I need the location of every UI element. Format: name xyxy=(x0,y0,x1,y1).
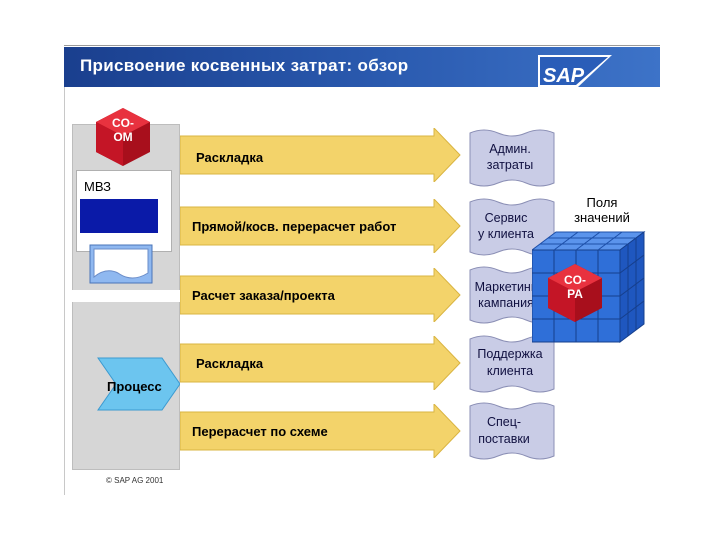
flow-arrow-2 xyxy=(180,199,461,253)
copyright-note: © SAP AG 2001 xyxy=(106,476,164,485)
left-edge-rule xyxy=(64,87,65,495)
flow-arrow-1 xyxy=(180,128,461,182)
process-chevron-icon xyxy=(97,357,180,411)
target-marketing-line1: Маркетинг. xyxy=(474,280,538,294)
target-customer-service-line1: Сервис xyxy=(484,211,528,225)
flow-arrow-5-label: Перерасчет по схеме xyxy=(192,424,328,439)
flow-arrow-4-label: Раскладка xyxy=(196,356,264,371)
flow-arrow-3 xyxy=(180,268,461,322)
cube-title: Поля значений xyxy=(557,195,647,225)
flow-arrow-4 xyxy=(180,336,461,390)
sap-logo-text: SAP xyxy=(543,65,585,87)
co-om-badge-line2: OM xyxy=(113,130,133,144)
co-om-badge-icon xyxy=(96,108,150,166)
target-admin-costs-line1: Админ. xyxy=(489,142,531,156)
target-customer-service-line2: у клиента xyxy=(478,227,534,241)
flow-arrow-3-label: Расчет заказа/проекта xyxy=(192,288,335,303)
cube-title-line2: значений xyxy=(574,210,630,225)
cost-center-bar xyxy=(80,199,158,233)
process-label: Процесс xyxy=(107,379,162,394)
flow-arrow-5 xyxy=(180,404,461,458)
target-special-deliveries-line1: Спец- xyxy=(486,415,522,429)
page-title: Присвоение косвенных затрат: обзор xyxy=(80,56,409,75)
co-pa-badge-line2: PA xyxy=(567,287,583,301)
cube-title-line1: Поля xyxy=(586,195,618,210)
target-customer-support-line1: Поддержка xyxy=(477,347,543,361)
column-gap xyxy=(72,290,180,302)
target-admin-costs-line2: затраты xyxy=(486,158,534,172)
target-special-deliveries-line2: поставки xyxy=(478,432,530,446)
flow-arrow-1-label: Раскладка xyxy=(196,150,264,165)
scroll-admin-costs-icon xyxy=(469,129,555,187)
co-pa-badge-line1: CO- xyxy=(564,273,586,287)
flow-arrow-2-label: Прямой/косв. перерасчет работ xyxy=(192,219,397,234)
scroll-customer-support-icon xyxy=(469,335,555,393)
co-om-badge-line1: CO- xyxy=(112,116,134,130)
target-customer-support-line2: клиента xyxy=(486,364,534,378)
document-sheet-icon xyxy=(89,244,153,284)
co-pa-badge-icon xyxy=(548,264,602,322)
sap-logo: SAP xyxy=(538,55,612,87)
header-top-rule xyxy=(64,45,660,46)
target-marketing-line2: кампания xyxy=(478,296,534,310)
scroll-special-deliveries-icon xyxy=(469,402,555,460)
cost-center-label: МВЗ xyxy=(84,179,111,194)
